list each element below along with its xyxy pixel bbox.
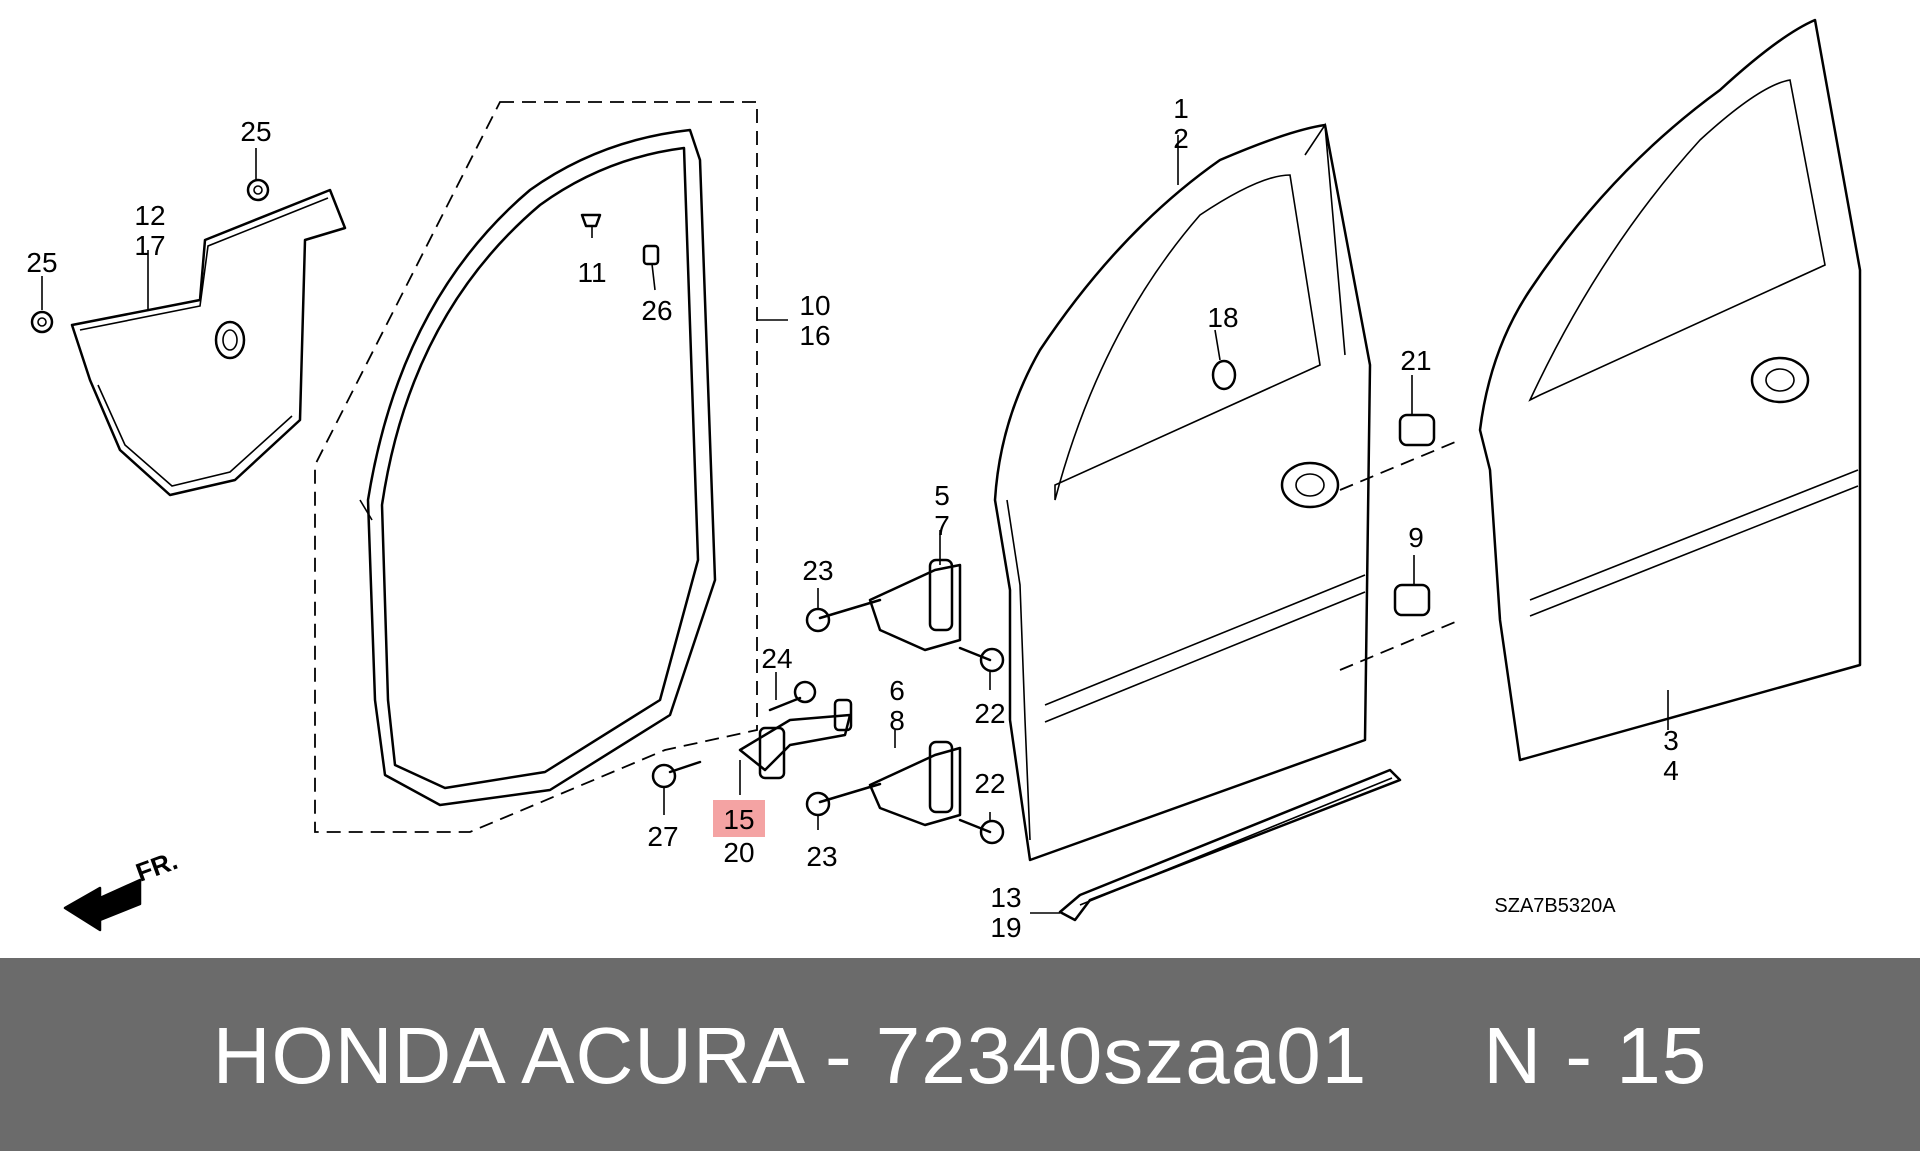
callout-3: 3: [1663, 725, 1679, 756]
bolt-23a: [805, 598, 882, 633]
callout-7: 7: [934, 510, 950, 541]
callout-12: 12: [134, 200, 165, 231]
callout-18: 18: [1207, 302, 1238, 333]
bolt-27: [651, 760, 702, 789]
callout-16: 16: [799, 320, 830, 351]
callout-5: 5: [934, 480, 950, 511]
bolt-22b: [958, 818, 1005, 845]
callout-2: 2: [1173, 123, 1189, 154]
callout-17: 17: [134, 230, 165, 261]
callout-20: 20: [723, 837, 754, 868]
bolt-24: [768, 680, 817, 712]
front-label: FR.: [132, 845, 182, 888]
bolt-23b: [805, 782, 882, 817]
callout-25b: 25: [26, 247, 57, 278]
upper-hinge: [868, 558, 962, 652]
clip-nut-25a: [246, 178, 270, 202]
callout-11: 11: [577, 257, 606, 288]
callout-27: 27: [647, 821, 678, 852]
door-bumper-9: [1393, 583, 1431, 617]
callout-15: 15: [723, 804, 754, 835]
callout-13: 13: [990, 882, 1021, 913]
door-parts-diagram: FR. 1 2 3 4 5 7 6 8 9 10: [26, 18, 1862, 943]
callout-25a: 25: [240, 116, 271, 147]
clip-11: [580, 213, 602, 228]
door-weatherstrip: [314, 101, 758, 833]
callout-23a: 23: [802, 555, 833, 586]
callout-19: 19: [990, 912, 1021, 943]
drawing-code: SZA7B5320A: [1494, 895, 1616, 917]
callout-9: 9: [1408, 522, 1424, 553]
bolt-22a: [958, 646, 1005, 673]
clip-26: [642, 244, 660, 266]
door-checker: [738, 698, 853, 780]
front-door-grommet-18: [1211, 359, 1237, 391]
callout-labels: 1 2 3 4 5 7 6 8 9 10 16 11 12 17 13 19 1…: [26, 93, 1678, 943]
callout-23b: 23: [806, 841, 837, 872]
callout-26: 26: [641, 295, 672, 326]
clip-nut-25b: [30, 310, 54, 334]
callout-22b: 22: [974, 768, 1005, 799]
door-outer-panel: [1478, 18, 1862, 762]
callout-10: 10: [799, 290, 830, 321]
callout-21: 21: [1400, 345, 1431, 376]
callout-8: 8: [889, 705, 905, 736]
lower-hinge: [868, 740, 962, 827]
callout-1: 1: [1173, 93, 1189, 124]
leader-lines: [41, 135, 1669, 914]
front-door-panel: [993, 122, 1372, 862]
door-inner-cover: [70, 188, 347, 497]
highlight-box: [713, 800, 765, 837]
sill-molding: [1058, 768, 1402, 922]
door-bumper-21: [1398, 413, 1436, 447]
callout-22a: 22: [974, 698, 1005, 729]
callout-24: 24: [761, 643, 792, 674]
footer-bar: HONDA ACURA - 72340szaa01 N - 15: [0, 958, 1920, 1151]
callout-4: 4: [1663, 755, 1679, 786]
front-direction-arrow: FR.: [63, 845, 182, 932]
part-number-caption: HONDA ACURA - 72340szaa01 N - 15: [212, 1011, 1708, 1100]
callout-6: 6: [889, 675, 905, 706]
